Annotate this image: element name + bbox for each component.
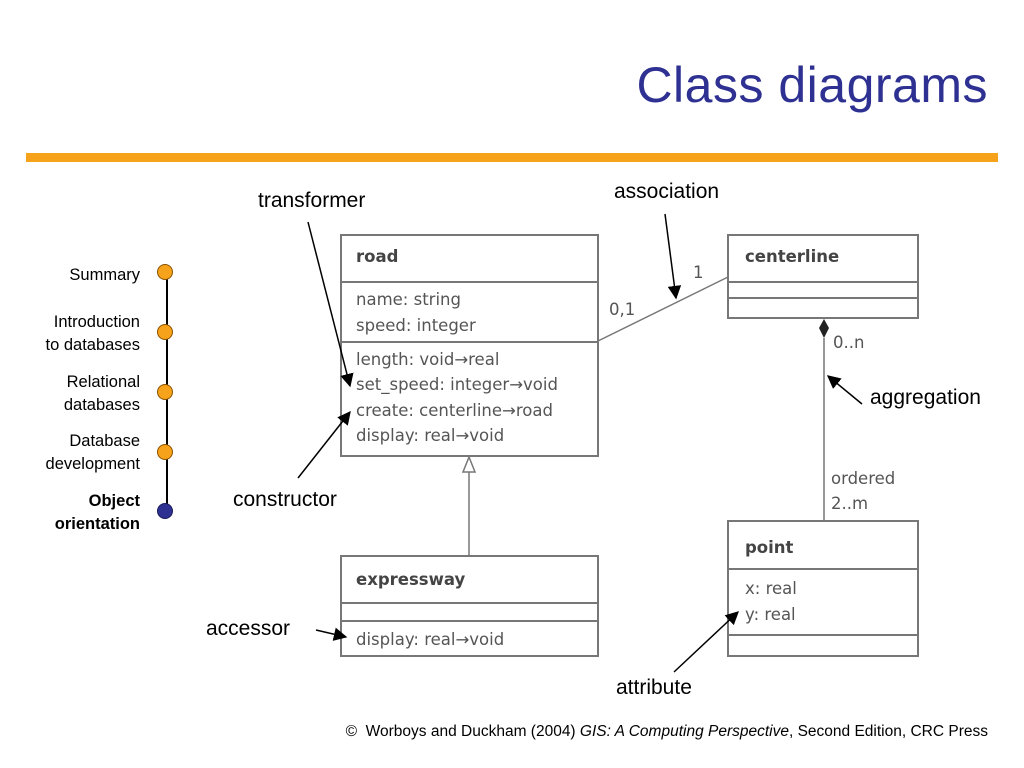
title-underline bbox=[26, 153, 998, 162]
multiplicity-centerline-end: 1 bbox=[693, 263, 704, 282]
class-road-attr: name: string bbox=[356, 290, 461, 309]
class-road-attr: speed: integer bbox=[356, 316, 476, 335]
label-transformer: transformer bbox=[258, 189, 366, 212]
citation-authors: Worboys and Duckham (2004) bbox=[365, 723, 576, 740]
label-attribute: attribute bbox=[616, 676, 692, 699]
multiplicity-road-end: 0,1 bbox=[609, 300, 635, 319]
class-road-op: display: real→void bbox=[356, 426, 504, 445]
class-expressway[interactable]: expressway display: real→void bbox=[340, 555, 599, 657]
multiplicity-part-end: ordered bbox=[831, 469, 895, 488]
multiplicity-part-end: 2..m bbox=[831, 494, 868, 513]
aggregation-diamond-icon bbox=[819, 319, 829, 338]
nav-item-introduction[interactable]: Introduction to databases bbox=[45, 313, 141, 354]
nav-item-object-orientation[interactable]: Object orientation bbox=[54, 492, 140, 533]
nav-item-database-development[interactable]: Database development bbox=[45, 432, 140, 473]
class-point[interactable]: point x: real y: real bbox=[727, 520, 919, 657]
class-road-name: road bbox=[356, 247, 398, 266]
class-expressway-name: expressway bbox=[356, 570, 465, 589]
class-centerline[interactable]: centerline bbox=[727, 234, 919, 319]
class-road-op: set_speed: integer→void bbox=[356, 375, 558, 395]
nav-dot-relational[interactable] bbox=[157, 384, 173, 400]
class-road[interactable]: road name: string speed: integer length:… bbox=[340, 234, 599, 457]
nav-dot-database-development[interactable] bbox=[157, 444, 173, 460]
multiplicity-aggregate-end: 0..n bbox=[833, 333, 864, 352]
nav-item-relational[interactable]: Relational databases bbox=[63, 373, 140, 414]
class-point-attr: x: real bbox=[745, 579, 797, 598]
class-point-name: point bbox=[745, 538, 794, 557]
association-line bbox=[597, 276, 729, 342]
nav-item-summary[interactable]: Summary bbox=[69, 266, 140, 284]
constructor-arrow bbox=[297, 410, 351, 479]
label-accessor: accessor bbox=[206, 617, 291, 640]
accessor-arrow bbox=[315, 627, 348, 641]
citation-publisher: , Second Edition, CRC Press bbox=[788, 723, 988, 740]
transformer-arrow bbox=[307, 221, 354, 388]
class-point-attr: y: real bbox=[745, 605, 796, 624]
aggregation-arrow bbox=[826, 375, 863, 405]
nav-dot-introduction[interactable] bbox=[157, 324, 173, 340]
label-aggregation: aggregation bbox=[870, 386, 981, 409]
label-constructor: constructor bbox=[233, 488, 337, 511]
generalization-triangle-icon bbox=[461, 454, 477, 473]
class-road-op: create: centerline→road bbox=[356, 401, 553, 420]
citation-book-title: GIS: A Computing Perspective bbox=[579, 723, 789, 740]
copyright-symbol: © bbox=[345, 723, 358, 740]
nav-dot-summary[interactable] bbox=[157, 264, 173, 280]
nav-dot-object-orientation[interactable] bbox=[157, 503, 173, 519]
citation-footer: © Worboys and Duckham (2004) GIS: A Comp… bbox=[346, 723, 988, 741]
class-centerline-name: centerline bbox=[745, 247, 839, 266]
class-road-op: length: void→real bbox=[356, 350, 499, 369]
slide-title: Class diagrams bbox=[636, 57, 988, 113]
label-association: association bbox=[614, 180, 720, 203]
association-arrow bbox=[664, 213, 682, 300]
attribute-arrow bbox=[673, 611, 739, 673]
class-expressway-op: display: real→void bbox=[356, 630, 504, 649]
